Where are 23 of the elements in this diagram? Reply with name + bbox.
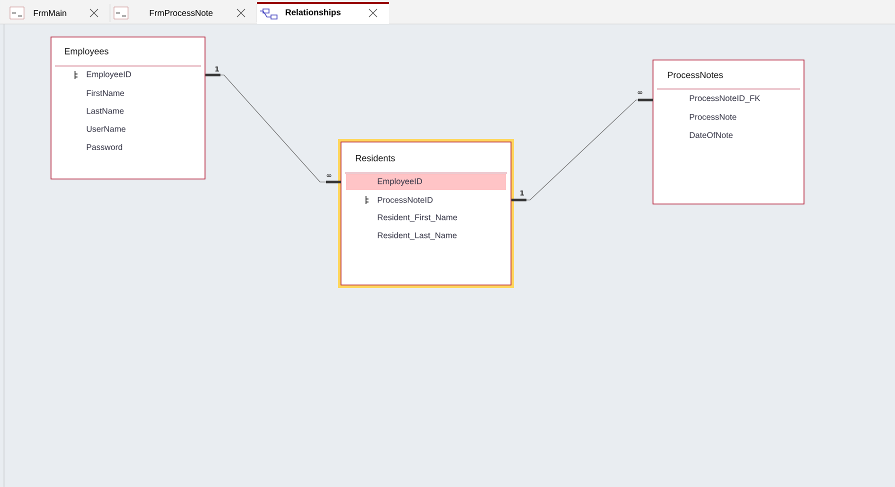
field-name: ProcessNoteID [378, 197, 433, 203]
field-name: ProcessNote [690, 114, 736, 120]
field-name: EmployeeID [86, 71, 132, 79]
table-title: Residents [356, 154, 395, 162]
field-name: Resident_Last_Name [378, 232, 457, 240]
tab-label: Relationships [286, 9, 341, 17]
relationship-line [205, 74, 341, 184]
field-name: UserName [86, 126, 126, 132]
tab-label: FrmMain [34, 10, 66, 16]
table-title: ProcessNotes [668, 72, 723, 78]
field-name: ProcessNoteID_FK [690, 95, 760, 103]
field-name: Resident_First_Name [378, 214, 458, 222]
table-box [338, 139, 514, 288]
field-name: FirstName [86, 90, 124, 96]
table-title: Employees [64, 48, 108, 56]
selected-field-row: EmployeeID [346, 174, 506, 190]
tab-label: FrmProcessNote [150, 10, 213, 16]
table-box [50, 36, 206, 180]
table-box [652, 60, 804, 204]
relationship-line [511, 98, 653, 202]
field-name: Password [86, 144, 122, 150]
field-name: LastName [86, 108, 124, 114]
field-name: DateOfNote [690, 132, 733, 138]
